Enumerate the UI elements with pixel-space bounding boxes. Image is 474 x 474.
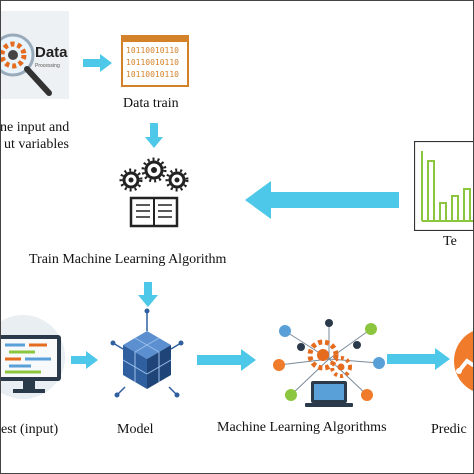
cube-network-icon [109, 307, 185, 407]
arrow-right-4 [387, 348, 451, 370]
data-processing-label-line1: ne input and [0, 120, 70, 135]
bar-chart-icon [414, 141, 473, 231]
arrow-down-1 [145, 123, 163, 149]
data-processing-label-line2: ut variables [4, 137, 69, 152]
gears-book-icon [119, 156, 189, 228]
arrow-right-3 [197, 349, 257, 371]
data-train-label: Data train [123, 96, 179, 111]
train-algorithm-label: Train Machine Learning Algorithm [29, 252, 227, 267]
test-data-label: Te [443, 234, 457, 249]
arrow-left-large [245, 181, 399, 219]
binary-code-icon: 10110010110 10110010110 10110010110 [121, 35, 189, 87]
test-input-label: est (input) [1, 422, 59, 437]
code-monitor-icon [1, 313, 67, 407]
arrow-right-2 [71, 351, 99, 369]
ml-algorithms-label: Machine Learning Algorithms [217, 420, 387, 435]
processing-icon-text: Processing [35, 63, 60, 69]
gear-network-icon [271, 319, 387, 413]
prediction-icon [453, 327, 473, 397]
arrow-right-1 [83, 54, 113, 72]
data-processing-icon: Data Processing [1, 11, 71, 103]
arrow-down-2 [138, 282, 158, 308]
data-icon-text: Data [35, 44, 68, 61]
model-label: Model [117, 422, 154, 437]
binary-line-2: 10110010110 [126, 58, 179, 67]
binary-line-1: 10110010110 [126, 46, 179, 55]
binary-line-3: 10110010110 [126, 70, 179, 79]
prediction-label: Predic [431, 422, 467, 437]
